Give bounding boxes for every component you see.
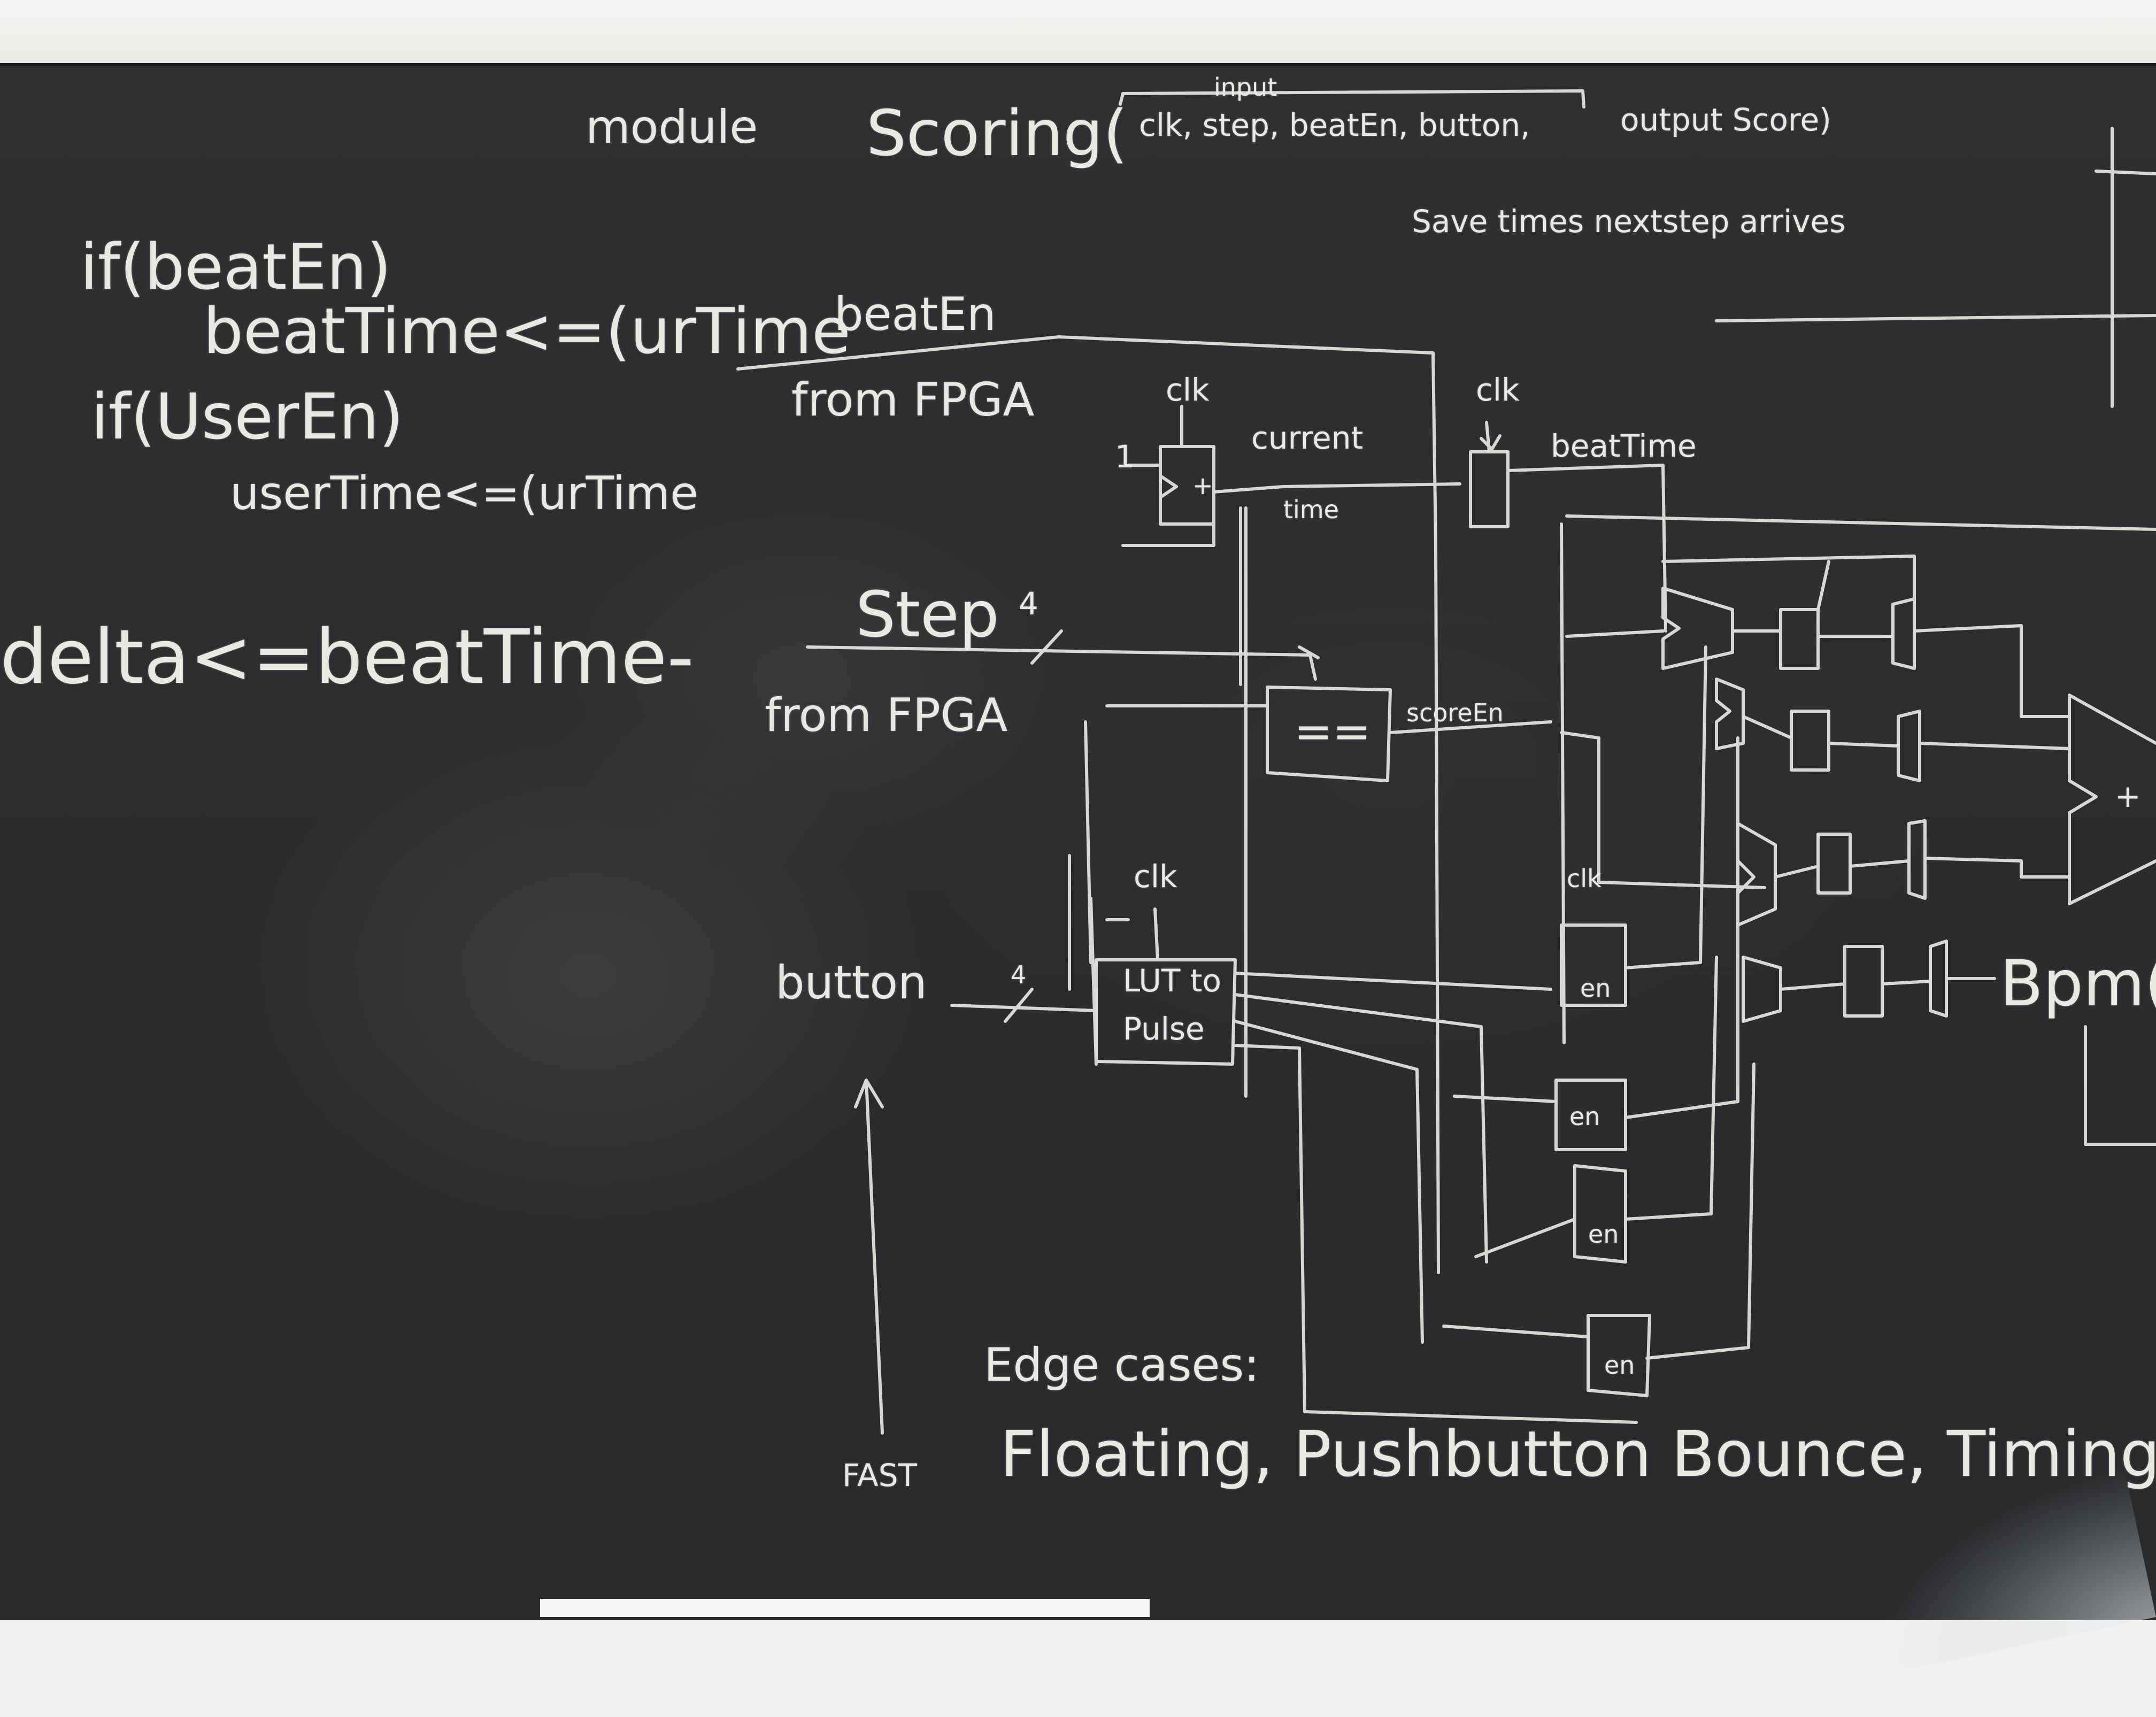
en-reg-2 [1554, 1079, 1627, 1151]
lut-outputs [1234, 972, 1638, 1424]
label-step-width: 4 [1019, 586, 1038, 622]
reg-row-1 [1779, 597, 1916, 670]
corner-marks [1715, 127, 2156, 408]
counter-loop [1121, 522, 1215, 547]
code-delta: delta<=beatTime- [0, 614, 695, 701]
bpm-box [2084, 1025, 2156, 1146]
module-keyword: module [586, 101, 758, 154]
module-ports: clk, step, beatEn, button, [1139, 107, 1530, 143]
label-clk-pulse: clk [1134, 858, 1177, 895]
beat-time-wire [1506, 464, 2156, 1044]
label-beat-en: beatEn [834, 288, 996, 341]
label-clk-counter: clk [1166, 372, 1210, 408]
code-if-beat-en: if(beatEn) [80, 230, 391, 304]
big-adder [2068, 694, 2156, 905]
label-counter-plus: + [1192, 471, 1213, 500]
en-reg-wires [1442, 645, 1755, 1360]
label-bpm: Bpm( [2000, 946, 2156, 1020]
label-button: button [775, 956, 927, 1010]
label-from-fpga-2: from FPGA [765, 689, 1008, 742]
module-output: output Score) [1620, 102, 1831, 138]
note-save-times: Save times nextstep arrives [1412, 203, 1846, 240]
label-from-fpga-1: from FPGA [791, 373, 1035, 427]
current-time-wire [1212, 482, 1461, 1098]
reg-row-4 [1843, 940, 1948, 1018]
label-pulse: Pulse [1123, 1011, 1205, 1047]
label-clk-en-regs: clk [1567, 864, 1601, 893]
label-comparator: == [1294, 705, 1372, 758]
label-fast: FAST [842, 1457, 917, 1493]
label-score-en: scoreEn [1406, 698, 1504, 727]
code-if-user-en: if(UserEn) [91, 380, 404, 453]
label-en-3: en [1588, 1220, 1619, 1249]
label-en-2: en [1569, 1102, 1600, 1131]
comparator-box [1266, 686, 1392, 782]
label-current: current [1251, 420, 1364, 456]
edge-cases-list: Floating, Pushbutton Bounce, Timing [1000, 1417, 2156, 1491]
counter-in [1127, 405, 1183, 467]
reg-row-2 [1790, 710, 1921, 782]
wall [0, 0, 2156, 75]
label-en-4: en [1604, 1351, 1635, 1380]
label-step: Step [856, 578, 999, 651]
left-smudge-wire [1068, 854, 1130, 991]
label-counter-const: 1 [1115, 438, 1135, 475]
button-wire [950, 1004, 1098, 1012]
row-wires [1731, 624, 2071, 991]
label-adder-plus: + [2115, 778, 2141, 814]
label-clk-beat-reg: clk [1476, 372, 1520, 408]
beat-en-wire [736, 335, 1440, 1274]
top-wire-grid [1560, 555, 1916, 889]
score-en-wire [1389, 720, 1552, 734]
code-beat-time-assign: beatTime<=(urTime [203, 294, 851, 368]
module-inputs-label: input [1214, 73, 1277, 102]
sub-2 [1715, 677, 1745, 750]
chalk-tray-edge [540, 1599, 1150, 1617]
counter-triangle [1159, 474, 1178, 499]
step-bus-slash [1030, 629, 1063, 665]
button-bus-slash [1004, 988, 1034, 1023]
fast-arrow [854, 1079, 884, 1435]
sub-3 [1736, 822, 1777, 927]
en-reg-3 [1573, 1164, 1627, 1264]
circuit-diagram [736, 89, 2156, 1435]
label-lut-to: LUT to [1123, 963, 1221, 999]
beat-reg-box [1469, 450, 1510, 528]
edge-cases-title: Edge cases: [984, 1338, 1260, 1392]
module-name: Scoring( [866, 96, 1128, 170]
lut-clk [1153, 907, 1159, 961]
inputs-bracket [1119, 89, 1585, 109]
en-reg-1 [1560, 923, 1627, 1007]
code-user-time-assign: userTime<=(urTime [230, 467, 699, 520]
label-button-width: 4 [1011, 960, 1027, 989]
label-en-1: en [1580, 974, 1611, 1003]
sub-4 [1742, 956, 1782, 1023]
lut-left-rail [1084, 720, 1098, 1066]
step-wire [806, 645, 1317, 681]
label-beat-time: beatTime [1551, 428, 1697, 464]
comparator-wire-in [1105, 645, 1320, 707]
label-time: time [1283, 495, 1339, 524]
reg-row-3 [1816, 819, 1927, 900]
sub-1 [1661, 587, 1734, 670]
beat-reg-clk [1480, 421, 1502, 453]
